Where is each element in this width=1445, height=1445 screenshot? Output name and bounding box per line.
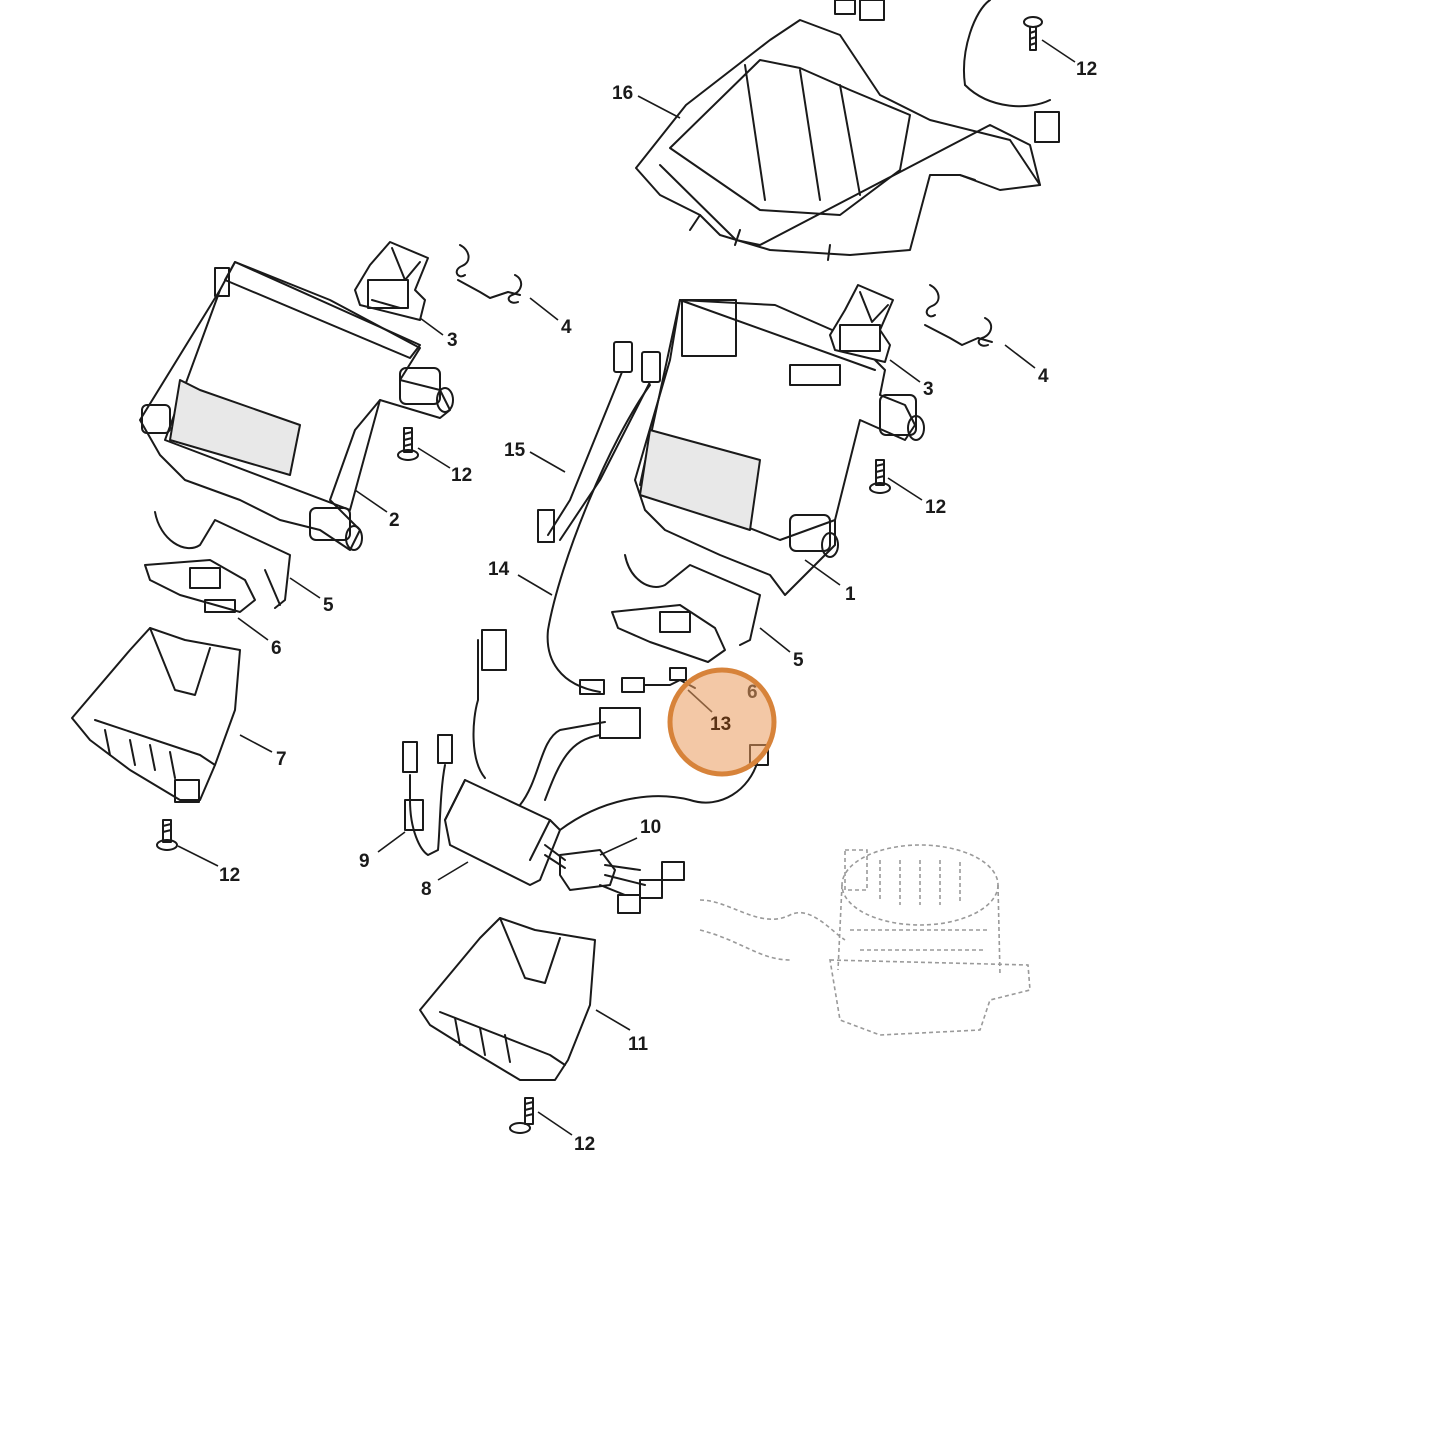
callout-10: 10 [640, 817, 661, 838]
callout-3-left: 3 [447, 330, 458, 351]
callout-11: 11 [628, 1034, 649, 1055]
callout-8: 8 [421, 879, 432, 900]
callout-5-left: 5 [323, 595, 334, 616]
motor-ghost-outline [699, 844, 1031, 1036]
part-4-spring-left [455, 244, 523, 304]
part-14-cable [546, 384, 651, 695]
callout-1: 1 [845, 584, 856, 605]
part-3-latch-left [354, 241, 429, 321]
screw-12-right-bay [869, 459, 891, 494]
callout-12-top: 12 [1076, 59, 1097, 80]
callout-12-base-bottom: 12 [574, 1134, 595, 1155]
part-6-contact-right [611, 604, 726, 663]
part-1-battery-bay-right [634, 299, 925, 596]
part-16-cover [635, 0, 1060, 261]
callout-13: 13 [710, 714, 731, 735]
callout-15: 15 [504, 440, 526, 461]
screw-12-top [1023, 16, 1043, 51]
callout-12-base-left: 12 [219, 865, 240, 886]
part-8-control-module [444, 629, 769, 886]
callout-6-left: 6 [271, 638, 282, 659]
leader-lines [177, 39, 1076, 1136]
part-6-contact-left [144, 559, 256, 613]
callout-16: 16 [612, 83, 633, 104]
callout-9: 9 [359, 851, 370, 872]
callout-12-left-bay: 12 [451, 465, 472, 486]
highlight-circle[interactable] [667, 667, 777, 777]
callout-5-right: 5 [793, 650, 804, 671]
part-15-cable [537, 341, 661, 543]
highlight-part-13[interactable]: 13 [667, 667, 777, 777]
callout-14: 14 [488, 559, 510, 580]
part-3-latch-right [829, 284, 894, 363]
callout-labels: 16 12 3 4 3 4 12 15 12 2 14 1 5 6 5 6 7 … [219, 59, 1097, 1155]
callout-4-right: 4 [1038, 366, 1049, 387]
part-10-connector-block [544, 844, 685, 914]
part-5-clip-right [624, 554, 761, 646]
callout-7: 7 [276, 749, 287, 770]
callout-4-left: 4 [561, 317, 572, 338]
part-4-spring-right [924, 284, 993, 347]
part-5-clip-left [154, 511, 291, 609]
screw-12-left-bay [397, 427, 419, 461]
screw-12-base-bottom [509, 1097, 534, 1134]
callout-2: 2 [389, 510, 400, 531]
part-11-base-bottom [419, 917, 596, 1081]
callout-3-right: 3 [923, 379, 934, 400]
part-7-base-left [71, 627, 241, 803]
screw-12-base-left [156, 819, 178, 851]
part-2-battery-bay-left [139, 261, 454, 551]
part-9-sensor-loop [402, 734, 453, 856]
callout-12-right-bay: 12 [925, 497, 946, 518]
